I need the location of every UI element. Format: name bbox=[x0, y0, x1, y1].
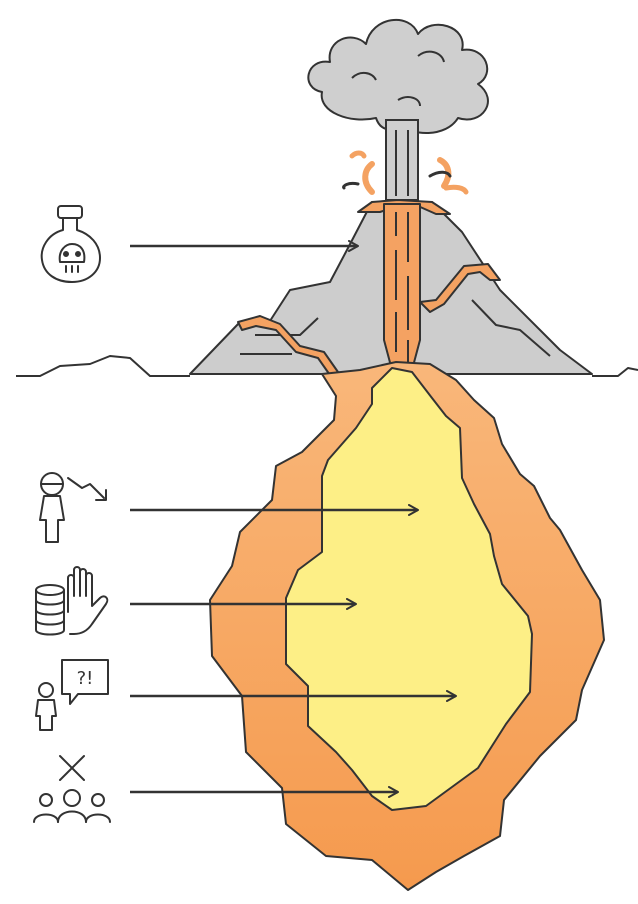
coins-hand-icon bbox=[36, 567, 107, 635]
speech-bubble-text: ?! bbox=[77, 668, 94, 689]
confused-person-icon bbox=[36, 660, 108, 730]
magma-conduit bbox=[384, 204, 420, 370]
group-cancel-icon bbox=[34, 756, 110, 822]
poison-flask-icon bbox=[42, 206, 100, 282]
person-decline-icon bbox=[40, 473, 106, 542]
ash-cloud bbox=[308, 20, 488, 200]
